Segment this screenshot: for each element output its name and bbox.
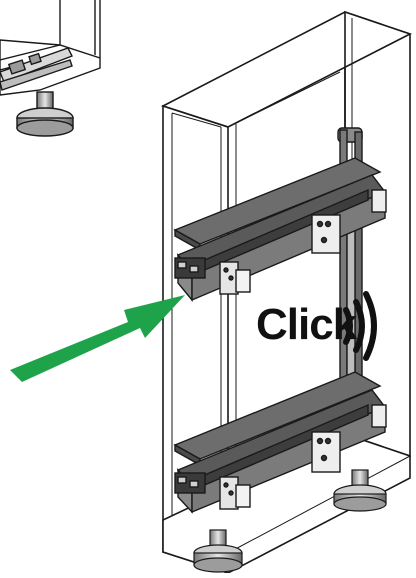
background-cabinet	[0, 0, 101, 137]
sound-waves-icon	[343, 291, 377, 361]
lower-basket	[173, 371, 387, 514]
click-label: Click	[256, 300, 357, 349]
cabinet-foot-right	[333, 469, 387, 512]
cabinet-foot-left	[193, 529, 243, 573]
upper-basket	[173, 157, 387, 302]
push-arrow	[10, 295, 185, 382]
